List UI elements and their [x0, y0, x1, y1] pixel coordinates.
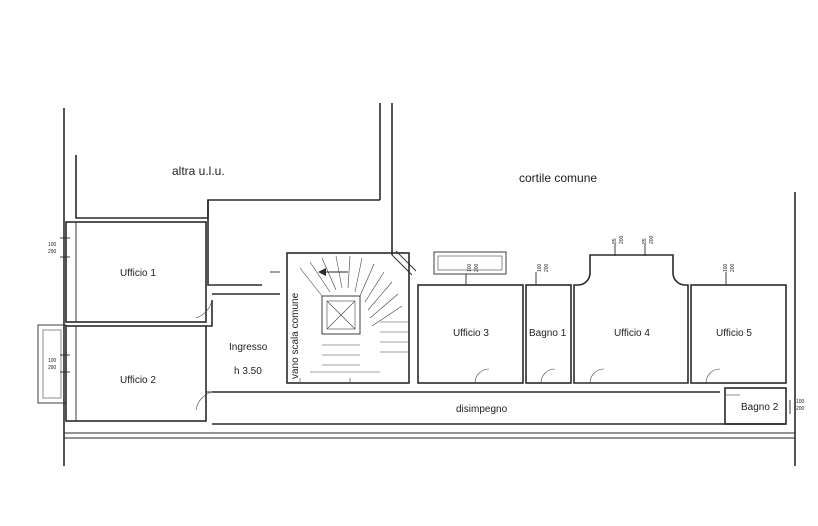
- window-w5: 85 200: [612, 235, 625, 256]
- window-w3: 100 200: [465, 263, 480, 285]
- window-dim-a: 100: [48, 242, 57, 248]
- window-dim-a: 100: [537, 263, 543, 272]
- right-offices: [417, 251, 787, 384]
- area-label-altra-ulu: altra u.l.u.: [172, 164, 225, 178]
- window-w6: 85 200: [642, 235, 655, 256]
- room-label-ingresso: Ingresso: [229, 342, 268, 353]
- room-height-label: h 3.50: [234, 366, 262, 377]
- neighbour-walls: [75, 103, 393, 286]
- window-dim-a: 85: [612, 238, 618, 244]
- window-dim-b: 200: [474, 263, 480, 272]
- window-w4: 100 200: [535, 263, 550, 285]
- area-label-cortile: cortile comune: [519, 171, 597, 185]
- room-label-ufficio-5: Ufficio 5: [716, 328, 752, 339]
- stairwell: [286, 250, 417, 384]
- left-offices: [37, 221, 207, 422]
- window-dim-b: 200: [730, 263, 736, 272]
- room-label-ufficio-2: Ufficio 2: [120, 375, 156, 386]
- window-w7: 100 200: [723, 263, 736, 285]
- room-label-ufficio-4: Ufficio 4: [614, 328, 650, 339]
- window-dim-b: 290: [48, 365, 57, 371]
- window-dim-b: 200: [544, 263, 550, 272]
- room-label-disimpegno: disimpegno: [456, 404, 508, 415]
- room-label-ufficio-3: Ufficio 3: [453, 328, 489, 339]
- window-w2: 100 290: [48, 354, 70, 373]
- ingresso-area: [195, 271, 280, 411]
- window-dim-b: 200: [796, 406, 805, 412]
- boundary-lines: [63, 108, 796, 466]
- corridor: [212, 387, 787, 425]
- room-label-bagno-1: Bagno 1: [529, 328, 567, 339]
- room-label-ufficio-1: Ufficio 1: [120, 268, 156, 279]
- room-label-bagno-2: Bagno 2: [741, 402, 779, 413]
- window-dim-a: 100: [796, 399, 805, 405]
- window-dim-b: 200: [649, 235, 655, 244]
- window-dim-b: 290: [48, 249, 57, 255]
- window-dim-a: 100: [467, 263, 473, 272]
- window-dim-a: 85: [642, 238, 648, 244]
- window-dim-b: 200: [619, 235, 625, 244]
- window-w8: 100 200: [789, 399, 805, 414]
- window-w1: 100 290: [48, 237, 70, 258]
- window-dim-a: 100: [48, 358, 57, 364]
- room-label-vano-scala: vano scala comune: [290, 292, 301, 379]
- window-dim-a: 100: [723, 263, 729, 272]
